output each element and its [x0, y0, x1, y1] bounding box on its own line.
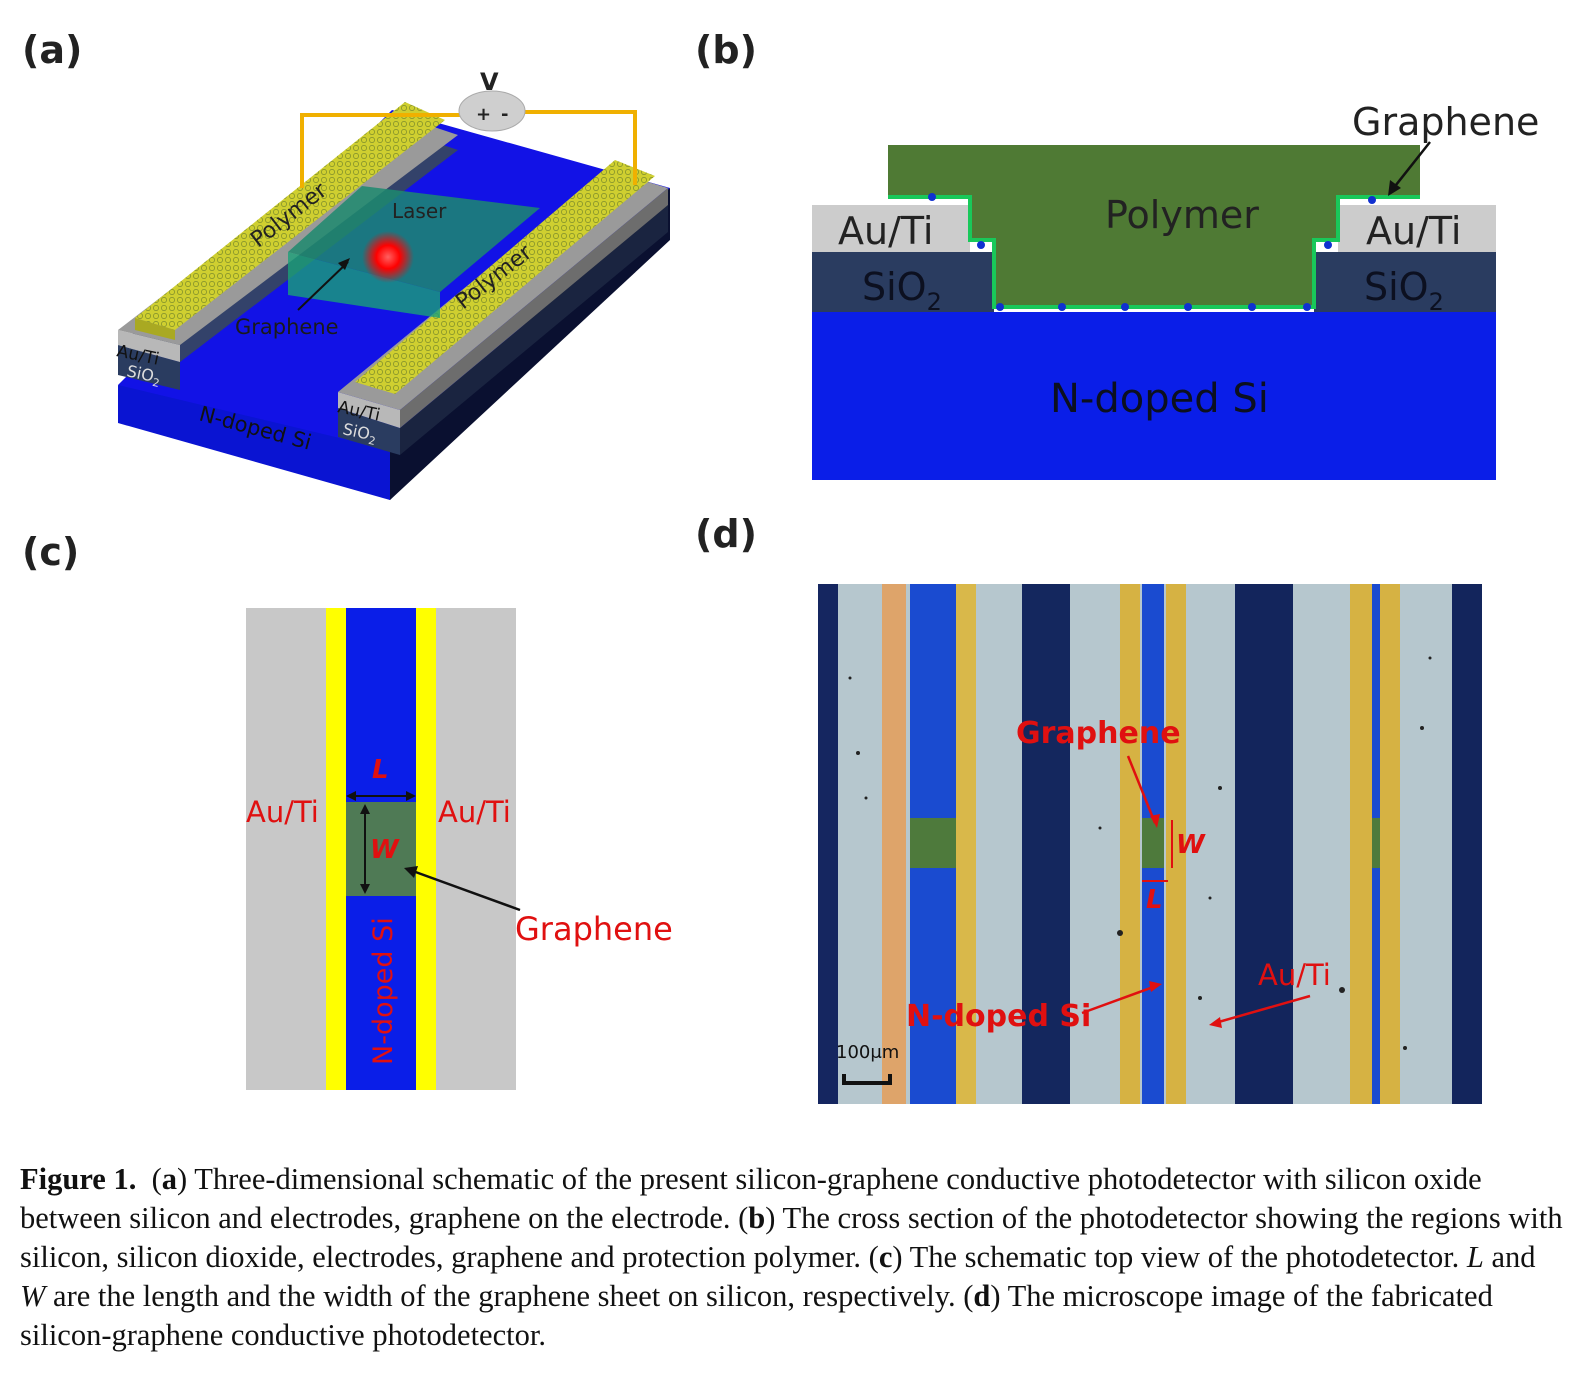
panel-c-top-view: L W Au/Ti Au/Ti Graphene N-doped Si — [246, 608, 673, 1090]
d-W-label: W — [1176, 830, 1206, 860]
d-scale-label: 100μm — [836, 1042, 899, 1063]
a-left-polymer-front — [135, 318, 175, 340]
d-graphene-right — [1372, 818, 1380, 868]
a-voltmeter — [458, 90, 526, 132]
a-right-oxide — [338, 408, 400, 455]
b-graphene-label: Graphene — [1352, 100, 1539, 144]
c-W-arrowhead-bottom — [360, 884, 370, 894]
d-substrate-arrowhead — [1149, 981, 1162, 992]
a-right-metal-side — [400, 188, 668, 428]
caption-key-a: a — [161, 1162, 178, 1196]
b-oxide-left — [812, 252, 994, 312]
caption-text-d: ) The microscope image of the fabricated… — [20, 1279, 1493, 1352]
a-sio2-right-label: SiO2 — [341, 419, 379, 448]
panel-d-microscope: Graphene W L Au/Ti N-doped Si 100μm — [818, 584, 1482, 1104]
d-scale-bar — [842, 1074, 892, 1085]
a-wire-left — [300, 113, 462, 188]
a-wire-right — [522, 110, 637, 185]
caption-key-c: c — [878, 1240, 893, 1274]
a-laser-spot — [362, 231, 414, 283]
figure-caption: Figure 1. (a) Three-dimensional schemati… — [20, 1160, 1565, 1355]
c-substrate-label: N-doped Si — [368, 917, 399, 1065]
d-specks — [848, 656, 1432, 1050]
d-L-label: L — [1146, 885, 1163, 915]
c-auti-left-label: Au/Ti — [246, 795, 319, 829]
c-graphene-sheet — [346, 802, 416, 896]
a-plus-sign: + — [476, 104, 491, 125]
d-auti-arrow — [1214, 994, 1311, 1025]
d-auti-arrowhead — [1209, 1017, 1222, 1028]
caption-and: and — [1483, 1240, 1536, 1274]
c-W-arrowhead-top — [360, 804, 370, 814]
caption-text-c-tail: are the length and the width of the grap… — [45, 1279, 974, 1313]
caption-text-c: ) The schematic top view of the photodet… — [892, 1240, 1467, 1274]
a-voltage-label: V — [480, 68, 499, 96]
b-sio2-right-label: SiO2 — [1364, 265, 1444, 316]
a-left-polymer-hex — [135, 102, 445, 330]
b-sio2-left-label: SiO2 — [862, 265, 942, 316]
b-substrate-label: N-doped Si — [1050, 376, 1269, 422]
b-silicon — [812, 312, 1496, 480]
b-graphene-arrow — [1391, 141, 1431, 191]
caption-L: L — [1466, 1240, 1484, 1274]
b-graphene-line — [888, 195, 1420, 309]
c-W-label: W — [370, 835, 400, 865]
caption-figure-label: Figure 1. — [20, 1162, 137, 1196]
a-laser-label: Laser — [392, 199, 447, 223]
panel-a-schematic: V + - Polymer Polymer Laser Graphene Au/… — [115, 68, 670, 500]
caption-open: ( — [151, 1162, 162, 1196]
panel-label-a: (a) — [22, 28, 83, 72]
b-polymer-label: Polymer — [1105, 193, 1259, 237]
a-graphene-sheet — [288, 186, 540, 292]
b-graphene-dots — [928, 193, 1376, 311]
b-oxide-right — [1314, 252, 1496, 312]
b-metal-right — [1338, 205, 1496, 252]
caption-key-d: d — [973, 1279, 991, 1313]
c-auti-right-label: Au/Ti — [438, 795, 511, 829]
a-graphene-label: Graphene — [235, 315, 339, 339]
d-graphene-left — [910, 818, 956, 868]
panel-label-d: (d) — [695, 512, 757, 556]
c-graphene-arrowhead — [404, 866, 418, 878]
a-graphene-arrow — [297, 261, 349, 311]
b-graphene-arrowhead — [1388, 180, 1401, 196]
d-graphene-arrowhead — [1150, 814, 1160, 828]
b-metal-left — [812, 205, 970, 252]
b-auti-left-label: Au/Ti — [838, 209, 933, 253]
caption-key-b: b — [748, 1201, 766, 1235]
a-right-oxide-side — [400, 205, 668, 455]
d-graphene-center — [1142, 818, 1164, 868]
b-auti-right-label: Au/Ti — [1366, 209, 1461, 253]
a-left-oxide — [118, 345, 180, 390]
a-right-polymer-hex — [355, 160, 655, 394]
c-L-label: L — [372, 755, 389, 785]
c-graphene-label: Graphene — [515, 910, 673, 948]
caption-text-b: ) The cross section of the photodetector… — [20, 1201, 1563, 1274]
d-auti-label: Au/Ti — [1258, 958, 1331, 992]
d-substrate-arrow — [1081, 984, 1157, 1015]
b-polymer — [888, 145, 1420, 307]
c-L-arrowhead-left — [346, 791, 356, 801]
a-left-metal — [118, 330, 180, 362]
d-graphene-label: Graphene — [1016, 716, 1181, 751]
panel-label-b: (b) — [695, 28, 757, 72]
panel-b-cross-section: Graphene Polymer Au/Ti Au/Ti SiO2 SiO2 N… — [812, 100, 1539, 480]
a-substrate-front — [118, 385, 390, 500]
c-electrode-left — [326, 608, 346, 1090]
c-graphene-arrow — [409, 868, 521, 912]
d-substrate-label: N-doped Si — [906, 999, 1091, 1034]
a-minus-sign: - — [501, 104, 508, 125]
d-graphene-arrow — [1126, 755, 1157, 824]
a-graphene-front — [288, 252, 440, 318]
c-L-arrowhead-right — [406, 791, 416, 801]
caption-text-a: ) Three-dimensional schematic of the pre… — [20, 1162, 1482, 1235]
a-graphene-arrowhead — [338, 258, 350, 270]
caption-W: W — [20, 1279, 46, 1313]
c-electrode-right — [416, 608, 436, 1090]
panel-label-c: (c) — [22, 530, 80, 574]
a-right-metal — [338, 392, 400, 428]
